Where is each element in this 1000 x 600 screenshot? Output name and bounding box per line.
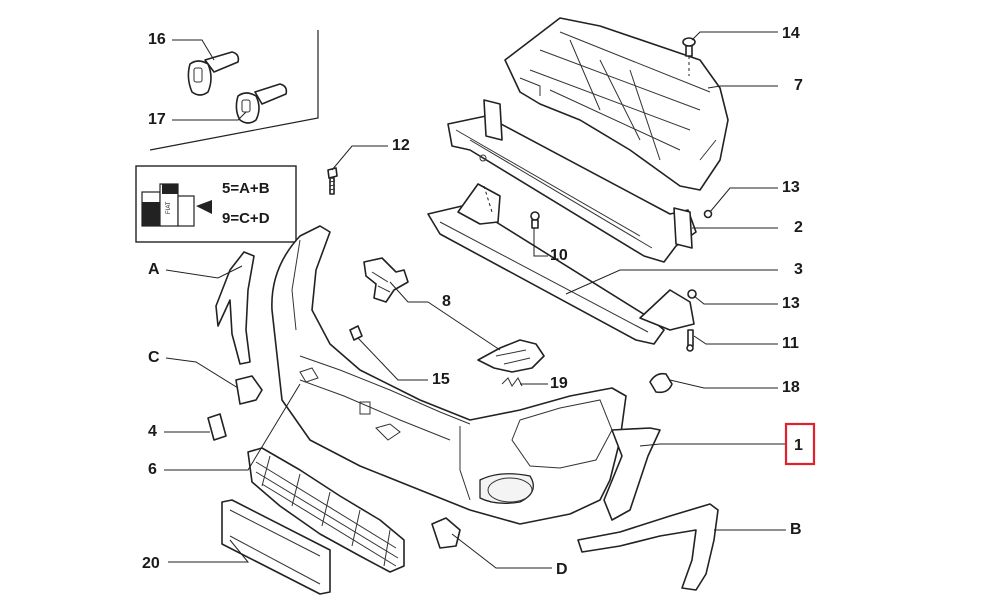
- kit-legend-box: FIAT 5=A+B 9=C+D: [135, 165, 297, 243]
- label-B: B: [790, 521, 802, 538]
- legend-line-2: 9=C+D: [222, 210, 270, 227]
- label-A: A: [148, 261, 160, 278]
- part-10-screw: [530, 211, 540, 229]
- leader-lines: [164, 31, 786, 569]
- label-13-lower: 13: [782, 295, 800, 312]
- part-12-screw: [327, 167, 338, 195]
- part-C-left-fog-cover: [235, 375, 263, 405]
- part-6-lower-grille: [247, 447, 405, 573]
- legend-box-text: FIAT: [166, 201, 172, 214]
- label-11: 11: [782, 335, 799, 352]
- part-1-bumper-cover: [271, 225, 627, 525]
- part-D-right-fog-cover: [431, 517, 461, 549]
- part-B-right-trim: [577, 427, 719, 591]
- part-16-push-pin: [187, 51, 240, 96]
- label-2: 2: [794, 219, 803, 236]
- part-11-bolt: [686, 329, 694, 352]
- label-13-upper: 13: [782, 179, 800, 196]
- label-8: 8: [442, 293, 451, 310]
- label-4: 4: [148, 423, 157, 440]
- highlight-box-part-1: [784, 422, 816, 466]
- part-8-bracket-lower: [477, 339, 545, 373]
- label-6: 6: [148, 461, 157, 478]
- label-3: 3: [794, 261, 803, 278]
- part-20-plate-holder: [221, 499, 331, 595]
- part-7-upper-support: [504, 17, 729, 191]
- label-17: 17: [148, 111, 166, 128]
- part-17-push-pin: [235, 83, 288, 124]
- label-1: 1: [794, 437, 803, 454]
- part-8-bracket-upper: [363, 257, 409, 303]
- part-4-tow-hook-cover: [207, 413, 227, 441]
- label-C: C: [148, 349, 160, 366]
- label-16: 16: [148, 31, 166, 48]
- label-12: 12: [392, 137, 410, 154]
- label-18: 18: [782, 379, 800, 396]
- label-20: 20: [142, 555, 160, 572]
- part-15-clip: [349, 325, 363, 341]
- part-19-spring-clip: [501, 377, 523, 387]
- part-A-left-trim: [215, 251, 255, 365]
- part-18-fog-lamp: [649, 372, 673, 394]
- label-14: 14: [782, 25, 800, 42]
- label-D: D: [556, 561, 568, 578]
- label-19: 19: [550, 375, 568, 392]
- fastener-inset-frame: [149, 30, 319, 151]
- label-7: 7: [794, 77, 803, 94]
- label-15: 15: [432, 371, 450, 388]
- part-2-bumper-beam: [447, 99, 697, 263]
- part-labels: 16 17 12 14 7 13 2 3 13 11 18 1 B 10 8 1…: [142, 25, 803, 578]
- part-3-lower-beam: [427, 183, 695, 345]
- legend-line-1: 5=A+B: [222, 180, 270, 197]
- label-10: 10: [550, 247, 568, 264]
- part-13-nut-upper: [703, 209, 713, 219]
